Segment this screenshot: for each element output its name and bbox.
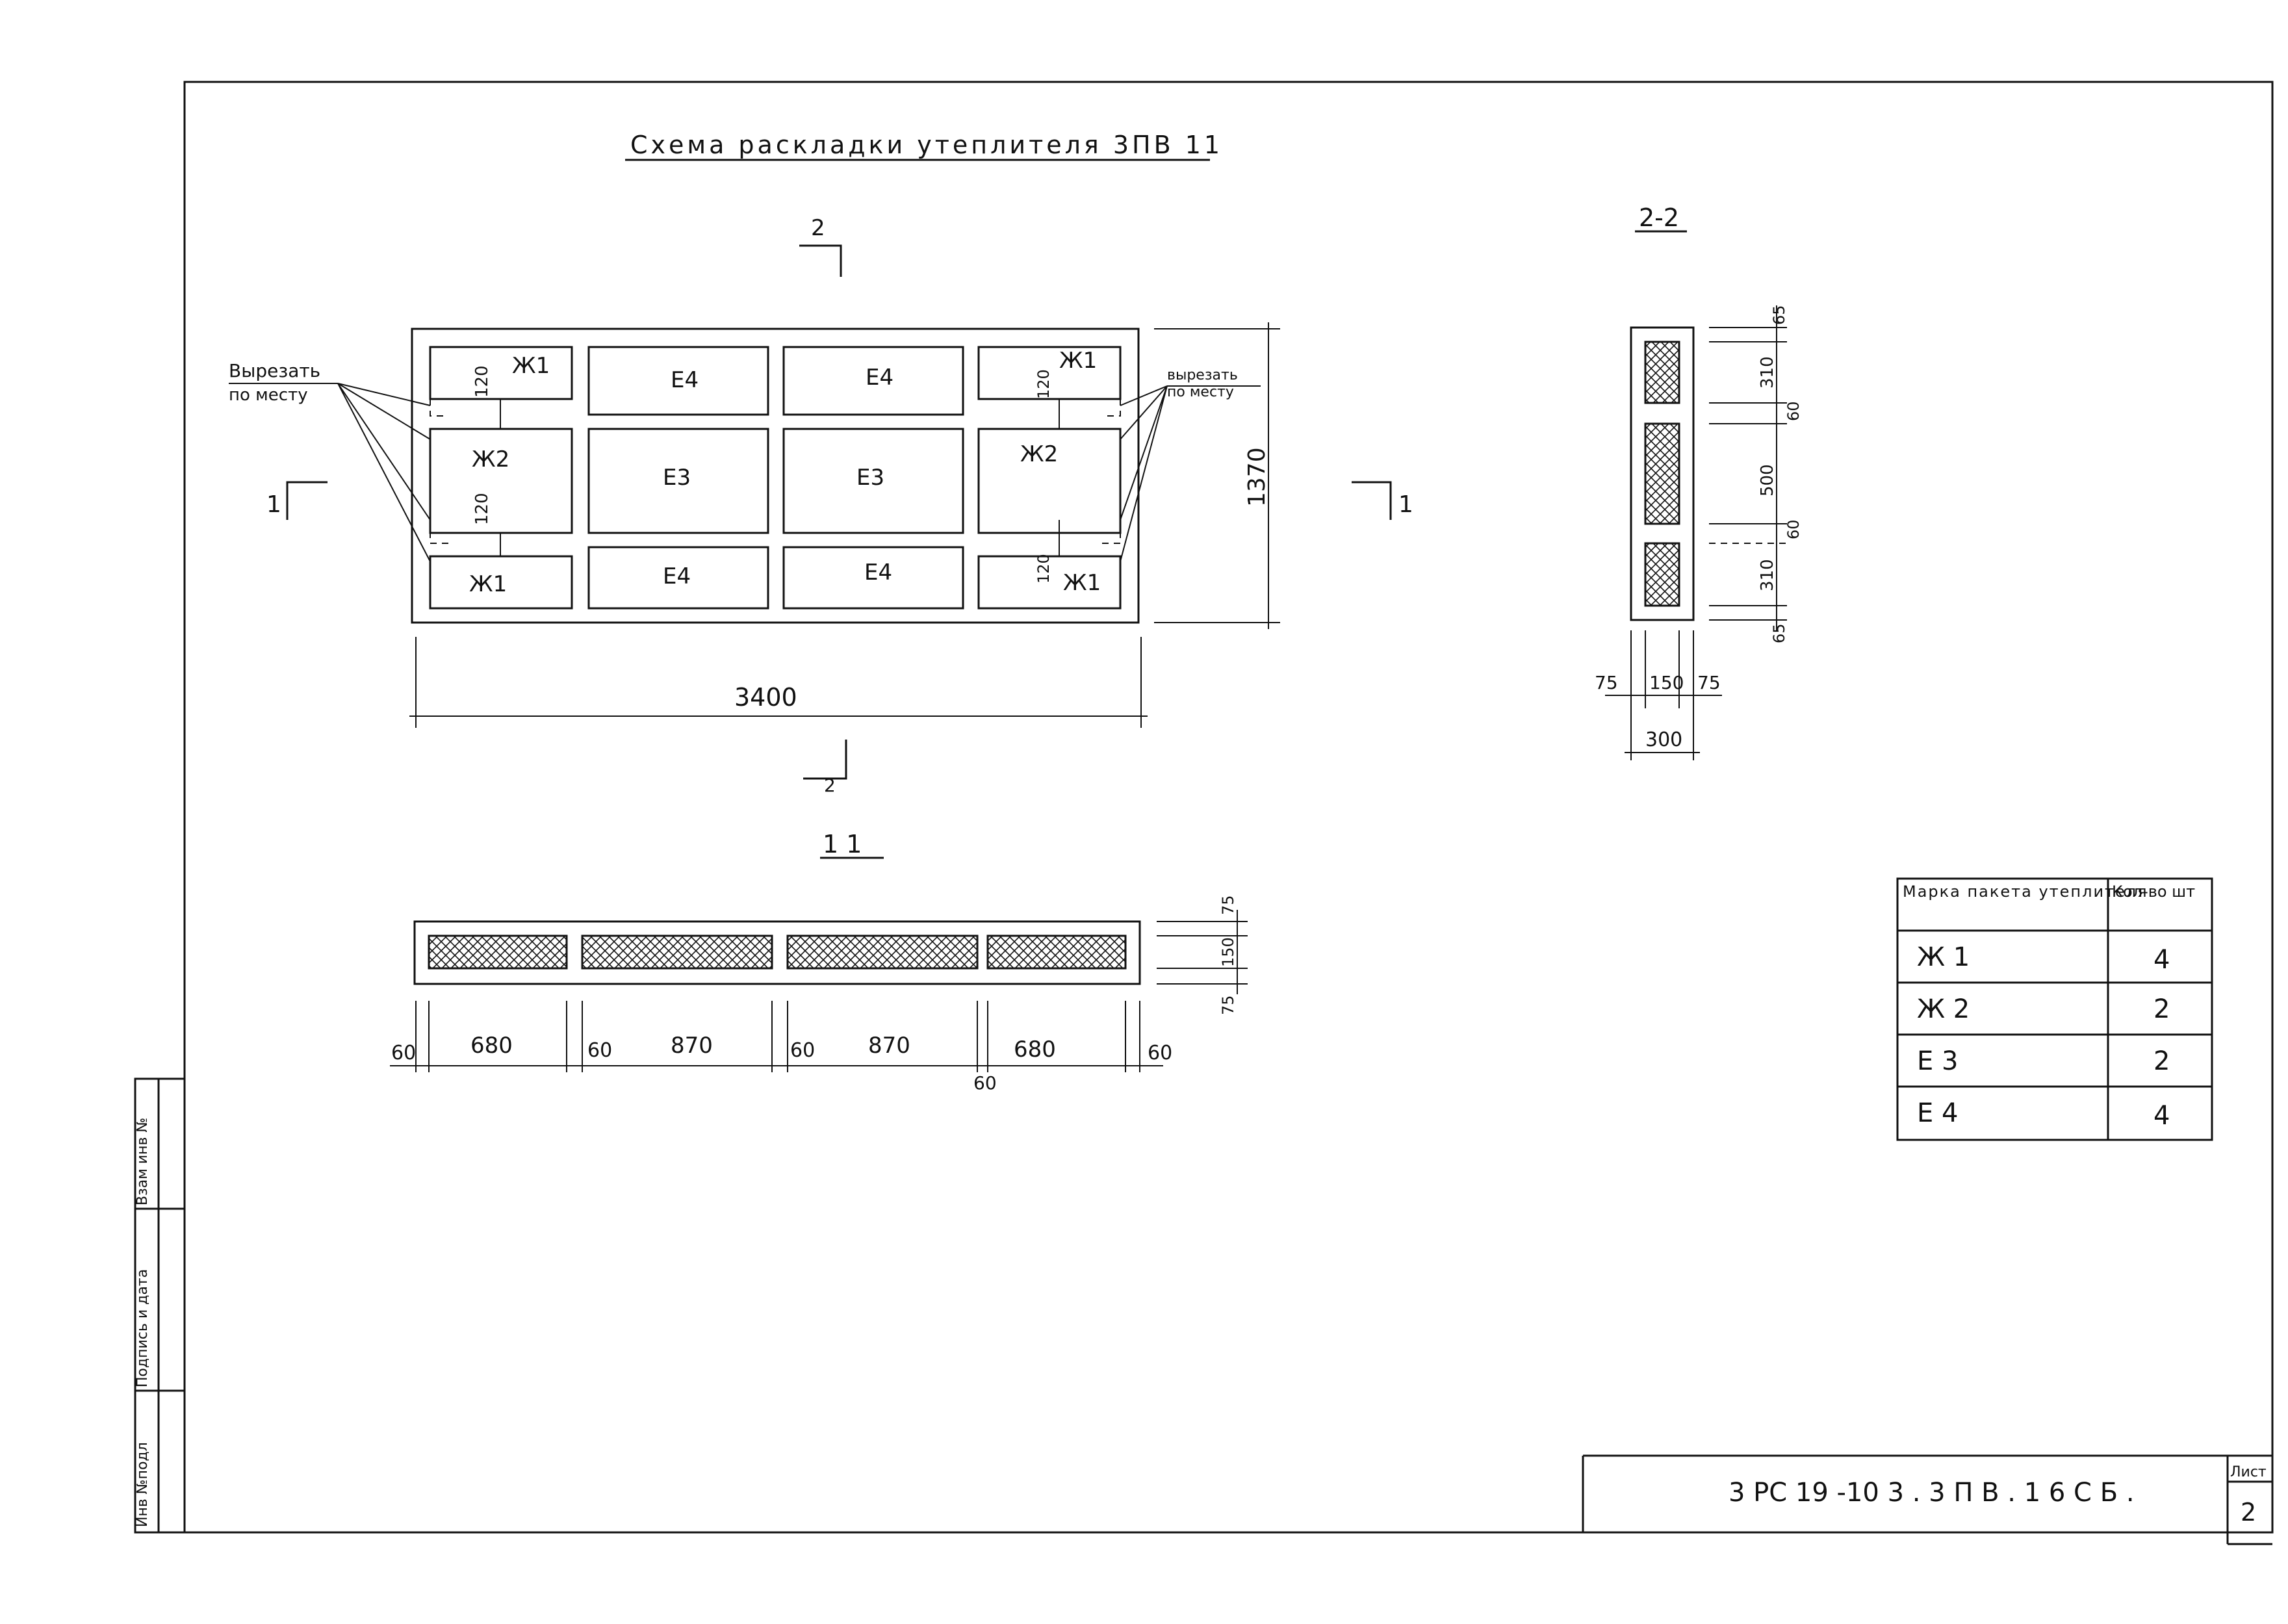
table-row-mark: Ж 2	[1917, 994, 1970, 1024]
cut-2-top-label: 2	[811, 215, 825, 241]
dim-1-1: 680	[1014, 1037, 1056, 1063]
dim-120: 120	[472, 365, 492, 398]
label-zh1: Ж1	[512, 353, 550, 379]
note-left-line1: Вырезать	[229, 360, 320, 381]
section-2-2-label: 2-2	[1639, 203, 1679, 232]
section-2-2: 2-2 65 310 60 500 60 310 65 75 150 75 30…	[1595, 203, 1803, 760]
dim-120: 120	[1035, 369, 1053, 399]
panel-e4	[587, 346, 769, 416]
insulation-pack	[1644, 341, 1680, 404]
label-e3: Е3	[856, 465, 884, 491]
section-1-1-outline	[413, 920, 1141, 985]
side-strip: Инв №подл Подпись и дата Взам инв №	[134, 1077, 186, 1534]
plan-view: Ж1 Е4 Е4 Ж1 Ж2 Е3 Е3 Ж2 Ж1 Е4 Е4 Ж1 120 …	[229, 215, 1413, 796]
label-zh2: Ж2	[472, 446, 509, 472]
dim-1-1: 60	[790, 1039, 815, 1062]
dim-2-2-bottom: 75	[1595, 672, 1618, 693]
label-e4: Е4	[671, 367, 699, 393]
dim-2-2-right: 60	[1784, 401, 1803, 421]
label-zh2: Ж2	[1020, 441, 1058, 467]
plan-outline	[411, 328, 1140, 624]
panel-e4	[782, 546, 964, 610]
dim-1-1: 870	[868, 1033, 910, 1059]
insulation-pack	[581, 934, 773, 970]
sheet-frame	[183, 81, 2274, 1534]
section-1-1-label: 1 1	[823, 830, 862, 858]
dim-1-1: 60	[587, 1039, 612, 1062]
dim-length: 3400	[734, 683, 797, 712]
note-left-line2: по месту	[229, 385, 308, 405]
insulation-pack	[786, 934, 979, 970]
panel-zh2	[429, 428, 573, 534]
dim-1-1: 60	[1148, 1042, 1172, 1064]
side-strip-inv: Инв №подл	[135, 1442, 151, 1527]
panel-e4	[587, 546, 769, 610]
panel-zh2	[977, 428, 1122, 534]
dim-120: 120	[1035, 554, 1053, 584]
dim-2-2-total: 300	[1645, 728, 1682, 751]
insulation-pack	[428, 934, 568, 970]
label-e4: Е4	[864, 560, 892, 586]
dim-1-1: 870	[671, 1033, 713, 1059]
document-code: 3 РС 19 -10 3 . 3 П В . 1 6 С Б .	[1729, 1478, 2135, 1508]
sheet-label: Лист	[2230, 1464, 2267, 1480]
dim-1-1: 60	[973, 1072, 997, 1094]
label-zh1: Ж1	[1059, 348, 1097, 374]
cut-2-bottom-label: 2	[824, 775, 836, 796]
dim-2-2-right: 65	[1770, 623, 1788, 643]
note-right-line1: вырезать	[1167, 367, 1238, 383]
label-e4: Е4	[663, 563, 691, 589]
spec-table: Марка пакета утеплителя Кол-во шт Ж 1 4 …	[1896, 877, 2213, 1141]
dim-1-1-side: 75	[1219, 895, 1237, 915]
side-strip-replace: Взам инв №	[135, 1118, 151, 1205]
table-row-mark: Е 4	[1917, 1098, 1958, 1128]
label-e3: Е3	[663, 465, 691, 491]
dim-1-1: 60	[391, 1042, 416, 1064]
dim-height: 1370	[1244, 447, 1270, 507]
label-zh1: Ж1	[1063, 570, 1101, 596]
table-row-qty: 4	[2153, 945, 2170, 975]
panel-zh1	[977, 555, 1122, 610]
table-row-mark: Ж 1	[1917, 942, 1970, 972]
insulation-pack	[1644, 542, 1680, 607]
dim-120: 120	[472, 493, 492, 525]
panel-e3	[587, 428, 769, 534]
table-row-qty: 2	[2153, 994, 2170, 1024]
dim-1-1-side: 150	[1219, 937, 1237, 967]
insulation-pack	[1644, 422, 1680, 525]
panel-zh1	[977, 346, 1122, 400]
dim-1-1: 680	[470, 1033, 513, 1059]
table-row-qty: 4	[2153, 1101, 2170, 1131]
table-header-mark: Марка пакета утеплителя	[1903, 883, 2148, 901]
table-header-qty: Кол-во шт	[2112, 883, 2195, 901]
dim-2-2-bottom: 75	[1697, 672, 1721, 693]
label-zh1: Ж1	[469, 571, 507, 597]
table-row-qty: 2	[2153, 1046, 2170, 1076]
panel-e4	[782, 346, 964, 416]
dim-1-1-side: 75	[1219, 995, 1237, 1015]
side-strip-sign: Подпись и дата	[135, 1269, 151, 1387]
dim-2-2-right: 500	[1758, 464, 1777, 496]
dim-2-2-right: 60	[1784, 519, 1803, 539]
table-row-mark: Е 3	[1917, 1046, 1958, 1076]
cut-1-right-label: 1	[1398, 491, 1413, 518]
dim-2-2-bottom: 150	[1649, 672, 1684, 693]
drawing-title: Схема раскладки утеплителя 3ПВ 11	[630, 131, 1223, 159]
note-right-line2: по месту	[1167, 384, 1234, 400]
title-block: 3 РС 19 -10 3 . 3 П В . 1 6 С Б . Лист 2	[1582, 1454, 2272, 1545]
dim-2-2-right: 310	[1758, 559, 1777, 591]
panel-e3	[782, 428, 964, 534]
label-e4: Е4	[866, 365, 893, 391]
dim-2-2-right: 310	[1758, 356, 1777, 389]
sheet-number: 2	[2241, 1498, 2256, 1527]
panel-zh1	[429, 346, 573, 400]
cut-1-left-label: 1	[266, 491, 281, 518]
section-1-1: 1 1 60 680 60 870 60 870 60 680 60 75 15…	[390, 830, 1248, 1094]
insulation-pack	[986, 934, 1127, 970]
section-2-2-outline	[1630, 326, 1695, 621]
dim-2-2-right: 65	[1770, 305, 1788, 325]
